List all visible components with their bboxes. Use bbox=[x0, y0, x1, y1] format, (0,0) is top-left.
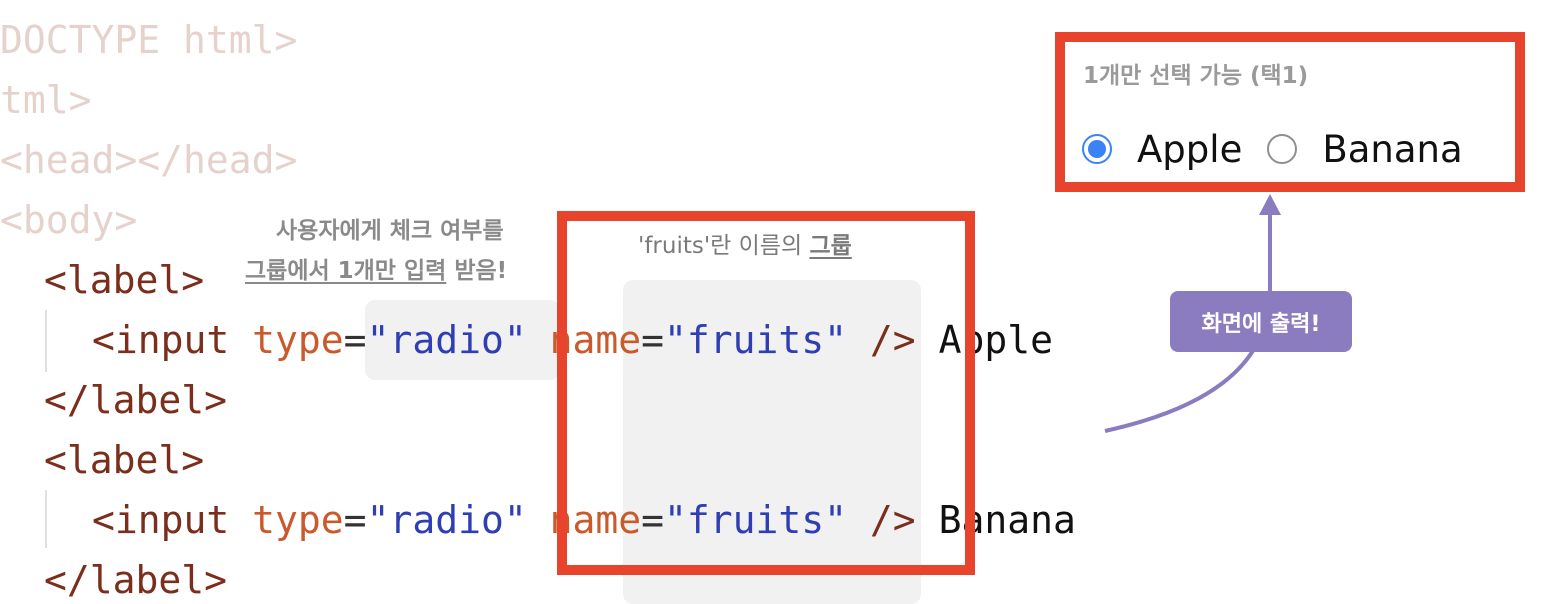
preview-caption: 1개만 선택 가능 (택1) bbox=[1083, 63, 1309, 89]
equals: = bbox=[641, 318, 665, 362]
equals: = bbox=[641, 498, 665, 542]
radio-apple[interactable] bbox=[1082, 134, 1112, 164]
name-value: "fruits" bbox=[664, 318, 848, 362]
code-label-open: <label> bbox=[44, 258, 205, 302]
code-head: <head></head> bbox=[0, 138, 298, 182]
name-group-highlight bbox=[623, 280, 921, 604]
name-value: "fruits" bbox=[664, 498, 848, 542]
left-note-line2: 그룹에서 1개만 입력 받음! bbox=[245, 256, 507, 286]
code-label-open: <label> bbox=[44, 438, 205, 482]
input-tag: <input bbox=[92, 318, 253, 362]
radio-apple-label[interactable]: Apple bbox=[1137, 127, 1243, 171]
group-note: 'fruits'란 이름의 그룹 bbox=[638, 231, 852, 261]
radio-banana[interactable] bbox=[1267, 134, 1298, 164]
type-highlight bbox=[365, 300, 560, 380]
type-attr: type bbox=[252, 318, 344, 362]
type-value: "radio" bbox=[366, 318, 527, 362]
text-apple: Apple bbox=[915, 318, 1053, 362]
code-input-banana: <input type="radio" name="fruits" /> Ban… bbox=[92, 496, 1076, 544]
group-note-prefix: 'fruits'란 이름의 bbox=[638, 233, 810, 259]
indent-guide bbox=[45, 490, 47, 548]
left-note-underlined: 그룹에서 1개만 입력 bbox=[245, 258, 447, 284]
input-tag: <input bbox=[92, 498, 253, 542]
equals: = bbox=[343, 318, 367, 362]
name-attr-red-box bbox=[557, 211, 975, 575]
self-close: /> bbox=[847, 498, 916, 542]
code-doctype: DOCTYPE html> bbox=[0, 18, 298, 62]
code-body-open: <body> bbox=[0, 198, 138, 242]
text-banana: Banana bbox=[915, 498, 1076, 542]
radio-banana-label[interactable]: Banana bbox=[1322, 127, 1463, 171]
preview-red-box bbox=[1055, 32, 1525, 192]
code-html-open: tml> bbox=[0, 78, 92, 122]
type-value: "radio" bbox=[366, 498, 527, 542]
group-note-underlined: 그룹 bbox=[809, 233, 852, 259]
output-badge: 화면에 출력! bbox=[1170, 291, 1352, 352]
equals: = bbox=[343, 498, 367, 542]
radio-group-fruits: Apple Banana bbox=[1082, 122, 1488, 176]
code-label-close: </label> bbox=[44, 558, 228, 602]
code-label-close: </label> bbox=[44, 378, 228, 422]
indent-guide bbox=[45, 310, 47, 372]
left-note-line1: 사용자에게 체크 여부를 bbox=[276, 218, 504, 244]
self-close: /> bbox=[847, 318, 916, 362]
type-attr: type bbox=[252, 498, 344, 542]
left-note-rest: 받음! bbox=[446, 258, 508, 284]
